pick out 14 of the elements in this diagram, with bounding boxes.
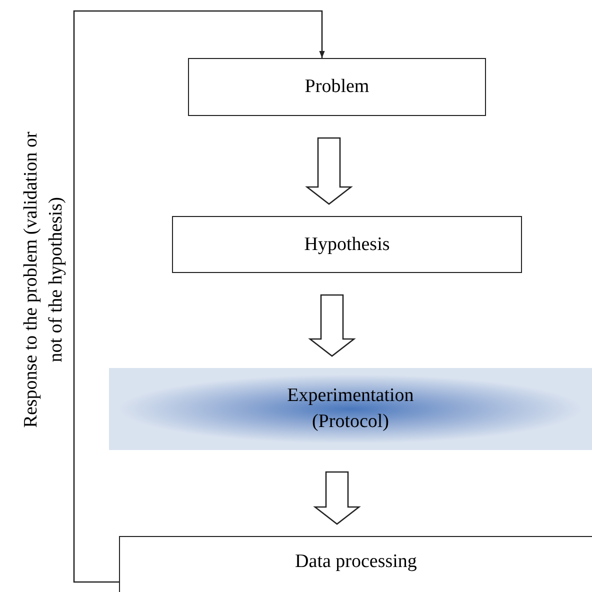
process-band (109, 368, 592, 450)
node-text: (Protocol) (312, 410, 390, 434)
process-box (119, 536, 592, 592)
block-arrow (308, 294, 356, 357)
node-text: Problem (304, 75, 370, 100)
feedback-arrow (73, 10, 325, 583)
node-text: Experimentation (287, 384, 414, 408)
block-arrow (313, 471, 361, 525)
node-text: Data processing (295, 550, 417, 574)
edge-label: Response to the problem (validation or not of the hypothesis) (19, 130, 67, 430)
node-text: Hypothesis (304, 232, 390, 257)
process-box (188, 58, 486, 116)
process-box (172, 216, 522, 273)
block-arrow (305, 137, 353, 205)
